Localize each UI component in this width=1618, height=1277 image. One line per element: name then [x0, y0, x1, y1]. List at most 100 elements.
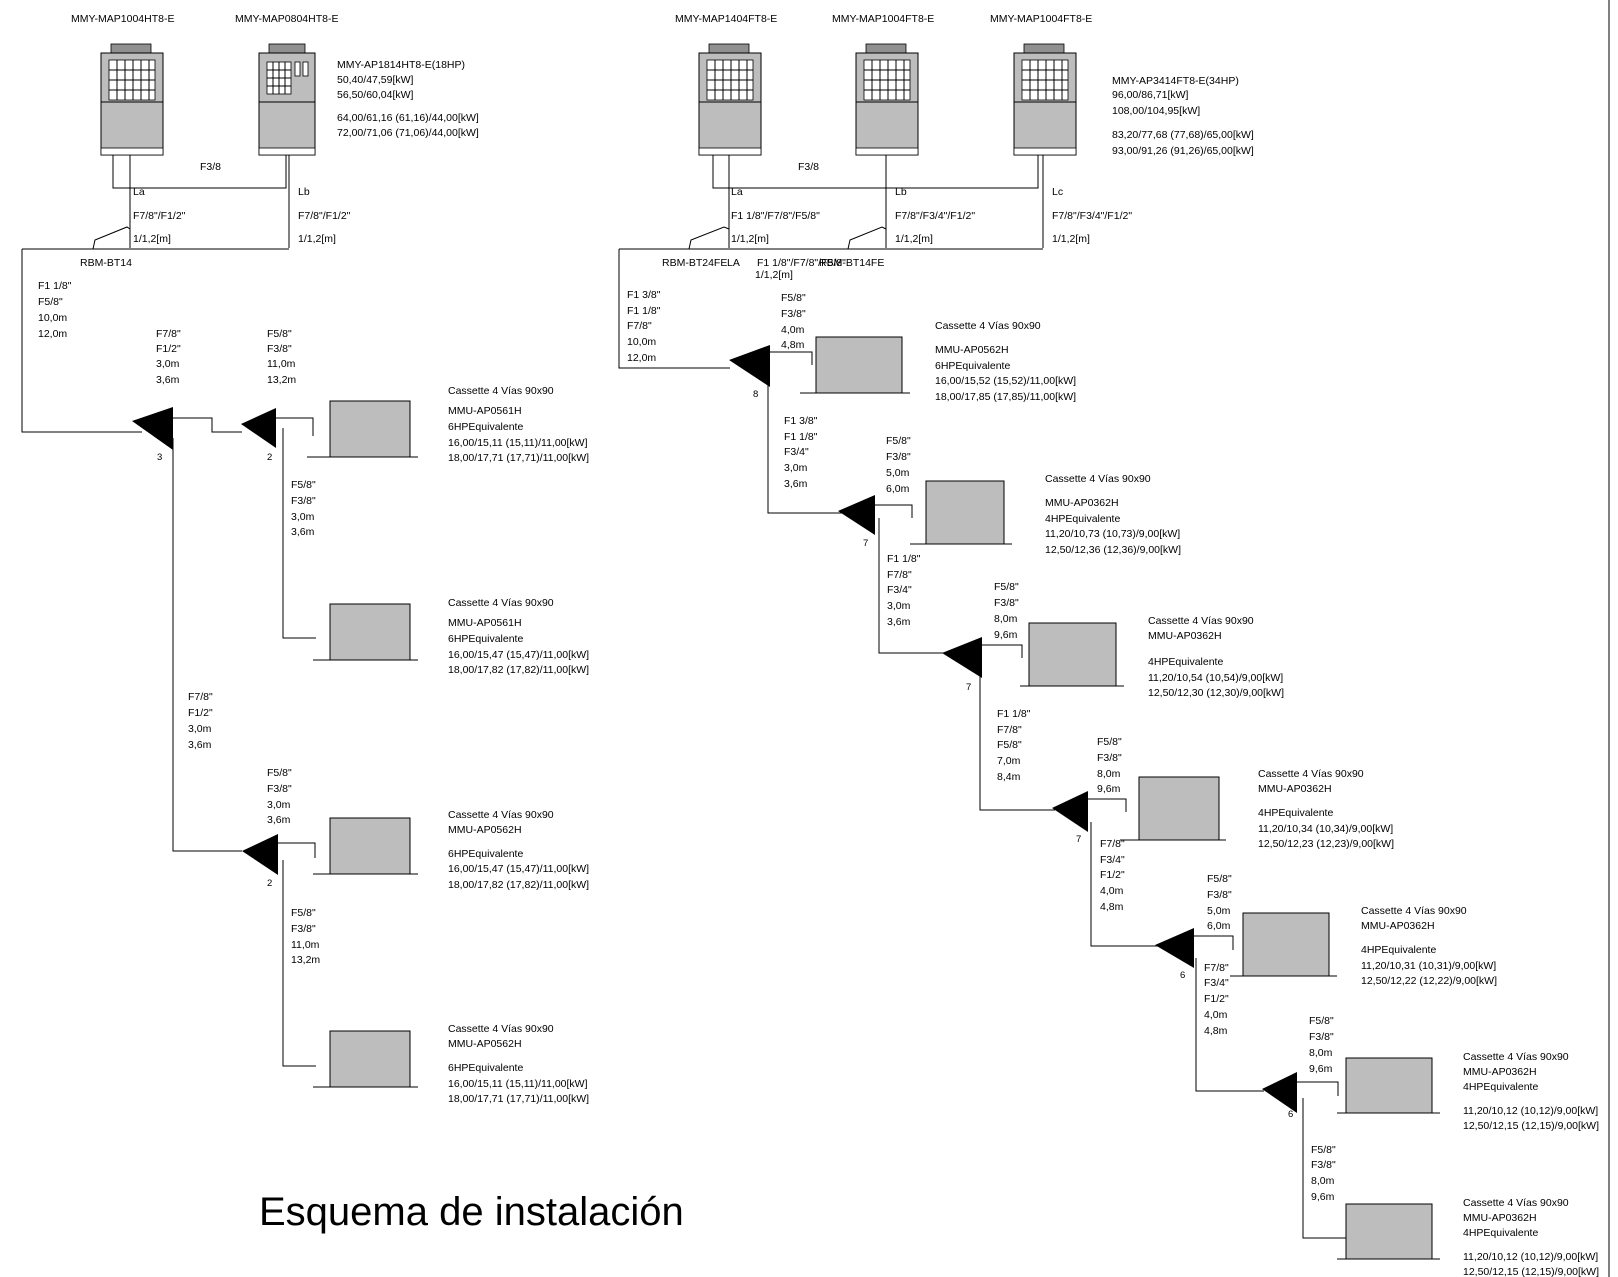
svg-text:F3/4": F3/4"	[1204, 977, 1229, 989]
svg-text:13,2m: 13,2m	[291, 954, 320, 966]
cassette-unit-icon	[800, 336, 910, 394]
indoor-unit-info: Cassette 4 Vías 90x90 MMU-AP0362H 4HPEqu…	[1463, 1197, 1599, 1277]
svg-text:1/1,2[m]: 1/1,2[m]	[1052, 233, 1090, 245]
svg-text:F1 1/8"/F7/8"/F5/8": F1 1/8"/F7/8"/F5/8"	[757, 257, 846, 269]
svg-text:6HPEquivalente: 6HPEquivalente	[448, 848, 523, 860]
svg-text:F1 1/8": F1 1/8"	[887, 553, 921, 565]
svg-text:16,00/15,47 (15,47)/11,00[kW]: 16,00/15,47 (15,47)/11,00[kW]	[448, 863, 589, 875]
svg-text:MMU-AP0562H: MMU-AP0562H	[935, 344, 1009, 356]
svg-text:Cassette 4 Vías 90x90: Cassette 4 Vías 90x90	[1258, 768, 1364, 780]
indoor-unit-info: Cassette 4 Vías 90x90 MMU-AP0362H 4HPEqu…	[1361, 905, 1497, 987]
svg-text:F7/8"/F1/2": F7/8"/F1/2"	[133, 210, 186, 222]
svg-text:7,0m: 7,0m	[997, 755, 1021, 767]
svg-text:F1 1/8": F1 1/8"	[784, 431, 818, 443]
svg-text:8,0m: 8,0m	[1311, 1175, 1335, 1187]
svg-text:11,0m: 11,0m	[267, 358, 296, 370]
outdoor-unit-icon	[258, 43, 316, 156]
svg-text:F3/8": F3/8"	[291, 923, 316, 935]
branch-joint-icon	[838, 495, 875, 535]
svg-text:6HPEquivalente: 6HPEquivalente	[448, 1062, 523, 1074]
svg-text:5,0m: 5,0m	[886, 467, 910, 479]
svg-text:F5/8": F5/8"	[1309, 1015, 1334, 1027]
cassette-unit-icon	[1120, 776, 1226, 841]
svg-text:11,20/10,31 (10,31)/9,00[kW]: 11,20/10,31 (10,31)/9,00[kW]	[1361, 960, 1496, 972]
svg-text:56,50/60,04[kW]: 56,50/60,04[kW]	[337, 89, 414, 101]
svg-text:F5/8": F5/8"	[267, 767, 292, 779]
svg-text:12,50/12,22 (12,22)/9,00[kW]: 12,50/12,22 (12,22)/9,00[kW]	[1361, 975, 1497, 987]
svg-text:11,20/10,34 (10,34)/9,00[kW]: 11,20/10,34 (10,34)/9,00[kW]	[1258, 823, 1393, 835]
indoor-unit-info: Cassette 4 Vías 90x90 MMU-AP0362H 4HPEqu…	[1463, 1051, 1599, 1132]
svg-text:F1 1/8"/F7/8"/F5/8": F1 1/8"/F7/8"/F5/8"	[731, 210, 820, 222]
cassette-unit-icon	[910, 480, 1012, 545]
svg-text:2: 2	[267, 878, 272, 889]
cassette-unit-icon	[1337, 1203, 1440, 1260]
svg-text:64,00/61,16 (61,16)/44,00[kW]: 64,00/61,16 (61,16)/44,00[kW]	[337, 112, 479, 124]
svg-text:9,6m: 9,6m	[1311, 1191, 1335, 1203]
svg-text:3,0m: 3,0m	[291, 511, 315, 523]
svg-text:50,40/47,59[kW]: 50,40/47,59[kW]	[337, 74, 414, 86]
outdoor-unit-icon	[100, 43, 164, 156]
svg-text:F5/8": F5/8"	[1097, 736, 1122, 748]
svg-text:F3/8": F3/8"	[267, 343, 292, 355]
branch-joint-icon	[1052, 791, 1088, 832]
svg-text:Cassette 4 Vías 90x90: Cassette 4 Vías 90x90	[448, 809, 554, 821]
indoor-unit-info: Cassette 4 Vías 90x90 MMU-AP0362H 4HPEqu…	[1045, 473, 1181, 556]
svg-text:F3/8": F3/8"	[1311, 1159, 1336, 1171]
svg-text:96,00/86,71[kW]: 96,00/86,71[kW]	[1112, 89, 1189, 101]
svg-text:4,0m: 4,0m	[1204, 1009, 1228, 1021]
svg-text:F1/2": F1/2"	[188, 707, 213, 719]
svg-text:16,00/15,52 (15,52)/11,00[kW]: 16,00/15,52 (15,52)/11,00[kW]	[935, 375, 1076, 387]
svg-text:1/1,2[m]: 1/1,2[m]	[731, 233, 769, 245]
svg-text:F3/8": F3/8"	[291, 495, 316, 507]
svg-text:6: 6	[1288, 1109, 1293, 1120]
branch-joint-icon	[1262, 1072, 1297, 1113]
svg-text:MMU-AP0362H: MMU-AP0362H	[1258, 783, 1332, 795]
svg-text:3,6m: 3,6m	[784, 478, 808, 490]
pipe-label-lb: Lb	[895, 186, 907, 198]
svg-text:Cassette 4 Vías 90x90: Cassette 4 Vías 90x90	[935, 320, 1041, 332]
pipe-label-lc: Lc	[1052, 186, 1063, 198]
svg-text:4,0m: 4,0m	[781, 324, 805, 336]
svg-text:6,0m: 6,0m	[886, 483, 910, 495]
svg-text:18,00/17,82 (17,82)/11,00[kW]: 18,00/17,82 (17,82)/11,00[kW]	[448, 664, 589, 676]
svg-text:1/1,2[m]: 1/1,2[m]	[133, 233, 171, 245]
svg-text:F7/8": F7/8"	[1204, 962, 1229, 974]
branch-joint-icon	[241, 408, 276, 448]
cassette-unit-icon	[313, 603, 418, 661]
svg-text:18,00/17,85 (17,85)/11,00[kW]: 18,00/17,85 (17,85)/11,00[kW]	[935, 391, 1076, 403]
cassette-unit-icon	[1337, 1057, 1440, 1114]
svg-text:F7/8": F7/8"	[887, 569, 912, 581]
svg-text:F1/2": F1/2"	[156, 343, 181, 355]
svg-text:Cassette 4 Vías 90x90: Cassette 4 Vías 90x90	[1463, 1197, 1569, 1209]
system-2: MMY-MAP1404FT8-E MMY-MAP1004FT8-E MMY-MA…	[618, 13, 1440, 1260]
svg-text:12,50/12,36 (12,36)/9,00[kW]: 12,50/12,36 (12,36)/9,00[kW]	[1045, 544, 1181, 556]
svg-text:72,00/71,06 (71,06)/44,00[kW]: 72,00/71,06 (71,06)/44,00[kW]	[337, 127, 479, 139]
svg-text:F7/8"/F3/4"/F1/2": F7/8"/F3/4"/F1/2"	[895, 210, 975, 222]
svg-text:18,00/17,71 (17,71)/11,00[kW]: 18,00/17,71 (17,71)/11,00[kW]	[448, 452, 589, 464]
svg-text:13,2m: 13,2m	[267, 374, 296, 386]
svg-text:3,0m: 3,0m	[156, 358, 180, 370]
outdoor-unit-icon	[1013, 43, 1077, 156]
svg-text:12,0m: 12,0m	[38, 328, 67, 340]
joint-label: RBM-BT14FE	[819, 257, 884, 269]
header-pipe-label: F3/8	[200, 161, 221, 173]
svg-text:12,50/12,30 (12,30)/9,00[kW]: 12,50/12,30 (12,30)/9,00[kW]	[1148, 687, 1284, 699]
system-specs: MMY-AP3414FT8-E(34HP) 96,00/86,71[kW] 10…	[1112, 75, 1254, 157]
page-title: Esquema de instalación	[259, 1190, 684, 1234]
svg-text:MMU-AP0362H: MMU-AP0362H	[1463, 1066, 1537, 1078]
branch-joint-icon	[942, 637, 982, 678]
svg-text:Cassette 4 Vías 90x90: Cassette 4 Vías 90x90	[448, 385, 554, 397]
svg-text:18,00/17,82 (17,82)/11,00[kW]: 18,00/17,82 (17,82)/11,00[kW]	[448, 879, 589, 891]
svg-text:F3/8": F3/8"	[781, 308, 806, 320]
indoor-unit-info: Cassette 4 Vías 90x90 MMU-AP0561H 6HPEqu…	[448, 597, 589, 676]
outdoor-unit-icon	[855, 43, 919, 156]
svg-text:3,0m: 3,0m	[887, 600, 911, 612]
svg-text:F3/8": F3/8"	[1207, 889, 1232, 901]
pipe-label-la: La	[133, 186, 145, 198]
svg-text:9,6m: 9,6m	[1097, 783, 1121, 795]
svg-text:MMU-AP0561H: MMU-AP0561H	[448, 617, 522, 629]
svg-text:12,50/12,15 (12,15)/9,00[kW]: 12,50/12,15 (12,15)/9,00[kW]	[1463, 1266, 1599, 1277]
svg-text:9,6m: 9,6m	[994, 629, 1018, 641]
svg-text:4HPEquivalente: 4HPEquivalente	[1045, 513, 1120, 525]
